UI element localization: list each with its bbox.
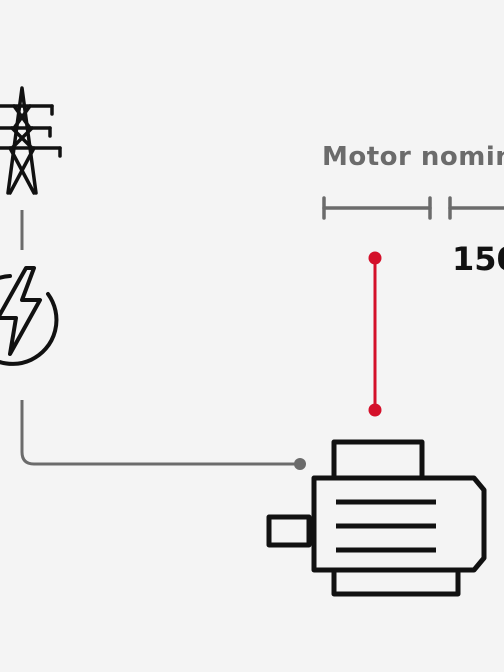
lightning-icon [0,266,59,366]
power-tower-icon [0,86,62,195]
motor-value-label: 150 [452,240,504,278]
motor-nominal-label: Motor nomin [322,142,504,172]
power-connector-line [20,400,300,466]
connector-end-dot [294,458,306,470]
red-indicator [368,251,382,417]
electric-motor-icon [266,439,487,597]
dimension-bracket [322,196,504,220]
